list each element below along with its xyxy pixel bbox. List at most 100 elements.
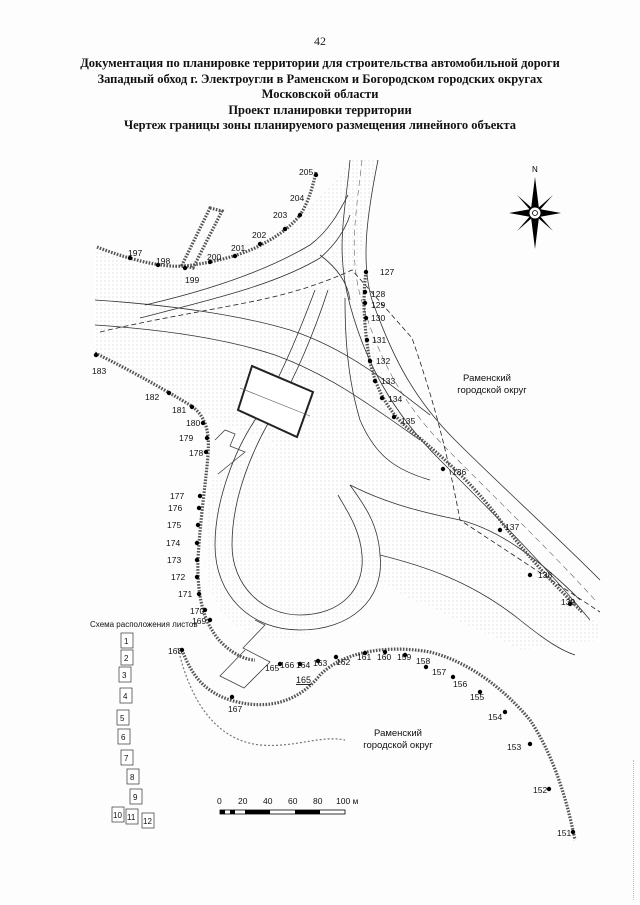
point-label: 166: [280, 660, 294, 670]
scale-label: 0: [217, 796, 222, 806]
point-label: 155: [470, 692, 484, 702]
point-label: 153: [507, 742, 521, 752]
point-label: 175: [167, 520, 181, 530]
point-label: 139: [561, 597, 575, 607]
point-label: 159: [397, 652, 411, 662]
sheet-number: 6: [121, 733, 126, 742]
point-label: 205: [299, 167, 313, 177]
point-label: 181: [172, 405, 186, 415]
document-header: Документация по планировке территории дл…: [20, 56, 620, 134]
point-label: 133: [381, 376, 395, 386]
point-label: 180: [186, 418, 200, 428]
point-label: 160: [377, 652, 391, 662]
scale-label: 40: [263, 796, 273, 806]
compass-north-label: N: [532, 165, 538, 174]
road-area-shading: [95, 160, 600, 650]
point-label: 174: [166, 538, 180, 548]
point-label: 197: [128, 248, 142, 258]
scale-label: 60: [288, 796, 298, 806]
point-label: 182: [145, 392, 159, 402]
point-label: 178: [189, 448, 203, 458]
point-label: 135: [401, 416, 415, 426]
sheet-number: 12: [143, 817, 152, 826]
district-type: городской округ: [457, 385, 527, 396]
sheet-number: 5: [120, 714, 125, 723]
point-label: 171: [178, 589, 192, 599]
point-label: 168: [168, 646, 182, 656]
boundary-point-labels: 127 128 129 130 131 132 133 134 135 136 …: [92, 167, 575, 838]
point-label: 183: [92, 366, 106, 376]
sheet-number: 8: [130, 773, 135, 782]
point-label: 158: [416, 656, 430, 666]
point-label: 134: [388, 394, 402, 404]
scale-label: 100 м: [336, 796, 359, 806]
point-label: 203: [273, 210, 287, 220]
sheet-number: 4: [123, 692, 128, 701]
sheet-number: 3: [122, 671, 127, 680]
point-label: 161: [357, 652, 371, 662]
point-label: 200: [207, 252, 221, 262]
page-edge-mark: [633, 760, 638, 900]
bridge-structure: [236, 364, 315, 439]
point-label: 151: [557, 828, 571, 838]
point-label: 204: [290, 193, 304, 203]
point-label: 128: [371, 289, 385, 299]
compass-rose-icon: N: [509, 165, 561, 249]
point-label: 162: [336, 657, 350, 667]
district-type: городской округ: [363, 740, 433, 751]
point-label: 136: [452, 467, 466, 477]
district-name: Раменский: [374, 728, 422, 739]
point-label: 130: [371, 313, 385, 323]
header-line-2: Западный обход г. Электроугли в Раменско…: [97, 71, 543, 86]
point-label: 172: [171, 572, 185, 582]
point-label: 179: [179, 433, 193, 443]
sheet-number: 1: [124, 637, 129, 646]
point-label: 170: [190, 606, 204, 616]
point-label: 137: [505, 522, 519, 532]
header-line-4: Проект планировки территории: [228, 102, 412, 117]
point-label: 164: [296, 660, 310, 670]
point-label: 173: [167, 555, 181, 565]
point-label: 167: [228, 704, 242, 714]
sheet-number: 7: [124, 754, 129, 763]
district-labels: Раменский городской округ Раменский горо…: [363, 373, 527, 751]
header-line-5: Чертеж границы зоны планируемого размеще…: [123, 118, 517, 132]
sheet-number: 11: [127, 813, 136, 822]
sheet-number: 2: [124, 654, 129, 663]
point-label: 131: [372, 335, 386, 345]
small-plots: [214, 429, 271, 689]
parcel-labels: 164 165 165: [265, 660, 311, 685]
point-label: 169: [192, 616, 206, 626]
boundary-point-markers: [93, 172, 576, 835]
point-label: 152: [533, 785, 547, 795]
point-label: 157: [432, 667, 446, 677]
loop-area-shading: [205, 445, 390, 640]
sheet-number: 10: [113, 811, 122, 820]
sheet-number: 9: [133, 793, 138, 802]
scale-bar: 0 20 40 60 80 100 м: [217, 796, 359, 815]
district-boundary: [99, 269, 601, 613]
point-label: 127: [380, 267, 394, 277]
main-highway: [341, 159, 601, 621]
header-line-3: Московской области: [261, 87, 379, 101]
point-label: 165: [265, 663, 279, 673]
point-label: 156: [453, 679, 467, 689]
parcel-number: 165: [296, 675, 311, 685]
scale-label: 20: [238, 796, 248, 806]
sheet-scheme-title: Схема расположения листов: [90, 620, 198, 629]
point-label: 163: [313, 658, 327, 668]
point-label: 202: [252, 230, 266, 240]
district-name: Раменский: [463, 373, 511, 384]
point-label: 201: [231, 243, 245, 253]
page-number: 42: [314, 34, 326, 48]
point-label: 199: [185, 275, 199, 285]
point-label: 129: [371, 300, 385, 310]
header-line-1: Документация по планировке территории дл…: [80, 56, 560, 70]
scale-label: 80: [313, 796, 323, 806]
point-label: 154: [488, 712, 502, 722]
crossing-road: [94, 299, 431, 441]
point-label: 177: [170, 491, 184, 501]
point-label: 138: [538, 570, 552, 580]
sheet-scheme: Схема расположения листов 1 2 3 4 5 6 7 …: [90, 620, 198, 829]
